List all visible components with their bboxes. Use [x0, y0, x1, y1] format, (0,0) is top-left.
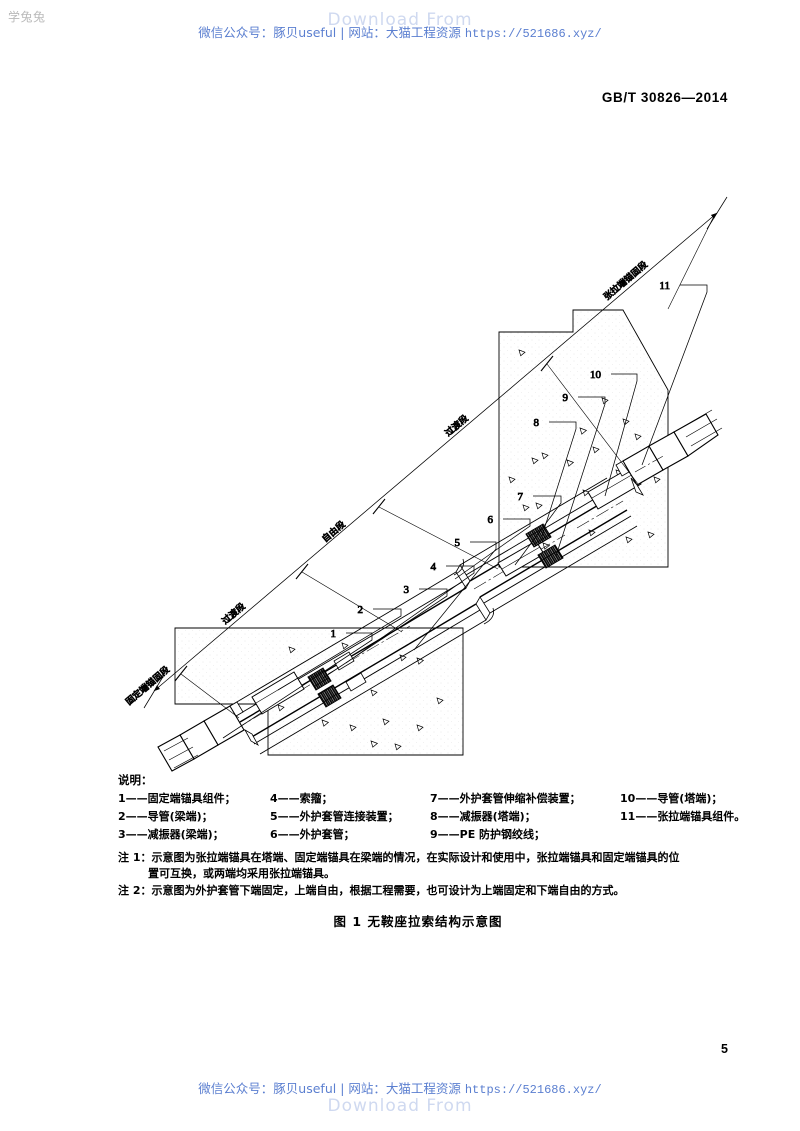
legend-text-3: 减振器(梁端)； [147, 827, 224, 841]
legend-item-blank [620, 827, 790, 843]
legend-text-6: 外护套管； [299, 827, 355, 841]
legend-num-4: 4 [270, 792, 278, 805]
legend-item-1: 1——固定端锚具组件； [118, 792, 236, 805]
legend-items: 1——固定端锚具组件； 4——索籀； 7——外护套管伸缩补偿装置； 10——导管… [118, 791, 745, 843]
segment-label-free: 自由段 [319, 518, 347, 545]
note-1-continuation: 置可互换，或两端均采用张拉端锚具。 [148, 867, 335, 881]
legend-item-2: 2——导管(梁端)； [118, 809, 213, 823]
note-1-text: 示意图为张拉端锚具在塔端、固定端锚具在梁端的情况，在实际设计和使用中，张拉端锚具… [151, 850, 680, 864]
top-watermark-text: 微信公众号：豚贝useful | 网站：大猫工程资源 [198, 25, 465, 40]
legend-num-7: 7 [430, 792, 438, 805]
note-1-label: 注 1： [118, 850, 152, 864]
note-2: 注 2： 示意图为外护套管下端固定，上端自由，根据工程需要，也可设计为上端固定和… [118, 883, 718, 900]
callout-leaders [222, 284, 708, 739]
legend-item-4: 4——索籀； [270, 792, 333, 805]
corner-watermark: 学兔兔 [8, 10, 46, 24]
callout-7: 7 [518, 491, 524, 503]
legend-item-5: 5——外护套管连接装置； [270, 809, 399, 823]
legend-item-9: 9——PE 防护钢绞线； [430, 827, 546, 841]
segment-label-transition-lower: 过渡段 [219, 600, 247, 627]
callout-2: 2 [358, 604, 364, 616]
legend-text-10: 导管(塔端)； [657, 792, 723, 805]
bottom-watermark-text: 微信公众号：豚贝useful | 网站：大猫工程资源 [198, 1081, 465, 1096]
legend-text-8: 减振器(塔端)； [459, 809, 536, 823]
top-watermark-url: https://521686.xyz/ [464, 27, 602, 41]
callout-6: 6 [488, 514, 494, 526]
legend-item-10: 10——导管(塔端)； [620, 792, 723, 805]
legend-num-3: 3 [118, 827, 126, 841]
legend-num-9: 9 [430, 827, 438, 841]
legend-item-8: 8——减振器(塔端)； [430, 809, 536, 823]
download-overlay-bottom: Download From [327, 1096, 473, 1116]
figure-caption: 图 1 无鞍座拉索结构示意图 [333, 914, 503, 930]
segment-label-fixed-end-anchorage: 固定端锚固段 [123, 664, 172, 708]
legend-text-7: 外护套管伸缩补偿装置； [459, 792, 581, 805]
callout-3: 3 [404, 584, 410, 596]
legend-item-3: 3——减振器(梁端)； [118, 827, 224, 841]
legend-num-6: 6 [270, 827, 278, 841]
figure-1-diagram: 固定端锚固段 过渡段 自由段 过渡段 张拉端锚固段 1 2 3 4 5 [118, 185, 738, 775]
legend-num-2: 2 [118, 809, 126, 823]
legend-text-9: PE 防护钢绞线； [459, 827, 546, 841]
callout-numbers: 1 2 3 4 5 6 7 8 9 10 11 [330, 280, 670, 641]
legend-item-7: 7——外护套管伸缩补偿装置； [430, 792, 581, 805]
callout-4: 4 [431, 561, 437, 573]
legend-num-11: 11 [620, 809, 636, 823]
note-1: 注 1： 示意图为张拉端锚具在塔端、固定端锚具在梁端的情况，在实际设计和使用中，… [118, 850, 718, 867]
bottom-watermark-url: https://521686.xyz/ [464, 1083, 602, 1097]
figure-legend: 说明： 1——固定端锚具组件； 4——索籀； 7——外护套管伸缩补偿装置； 10… [118, 772, 745, 930]
callout-1: 1 [331, 628, 337, 640]
legend-item-11: 11——张拉端锚具组件。 [620, 809, 746, 823]
dimension-chain [143, 196, 728, 719]
standard-number: GB/T 30826—2014 [601, 90, 728, 105]
page-number: 5 [721, 1042, 728, 1056]
legend-text-1: 固定端锚具组件； [147, 792, 236, 805]
legend-title: 说明： [118, 773, 153, 787]
note-2-label: 注 2： [118, 883, 152, 897]
concrete-block-tower-end [498, 309, 669, 568]
fixed-end-anchorage-assembly [157, 701, 260, 772]
legend-text-5: 外护套管连接装置； [299, 809, 399, 823]
legend-num-8: 8 [430, 809, 438, 823]
callout-10: 10 [590, 369, 602, 381]
callout-9: 9 [563, 392, 569, 404]
note-2-text: 示意图为外护套管下端固定，上端自由，根据工程需要，也可设计为上端固定和下端自由的… [151, 883, 625, 897]
download-overlay-top: Download From [327, 10, 473, 30]
legend-num-1: 1 [118, 792, 126, 805]
figure-notes: 注 1： 示意图为张拉端锚具在塔端、固定端锚具在梁端的情况，在实际设计和使用中，… [118, 850, 718, 900]
legend-num-5: 5 [270, 809, 278, 823]
legend-num-10: 10 [620, 792, 636, 805]
bottom-watermark-banner: 微信公众号：豚贝useful | 网站：大猫工程资源 https://52168… [0, 1078, 800, 1097]
segment-label-tension-end-anchorage: 张拉端锚固段 [601, 259, 650, 303]
top-watermark-banner: 微信公众号：豚贝useful | 网站：大猫工程资源 https://52168… [0, 22, 800, 41]
legend-text-2: 导管(梁端)； [147, 809, 213, 823]
legend-text-11: 张拉端锚具组件。 [657, 809, 746, 823]
callout-11: 11 [659, 280, 670, 292]
callout-8: 8 [534, 417, 540, 429]
callout-5: 5 [455, 537, 461, 549]
legend-item-6: 6——外护套管； [270, 827, 355, 841]
legend-text-4: 索籀； [299, 792, 333, 805]
